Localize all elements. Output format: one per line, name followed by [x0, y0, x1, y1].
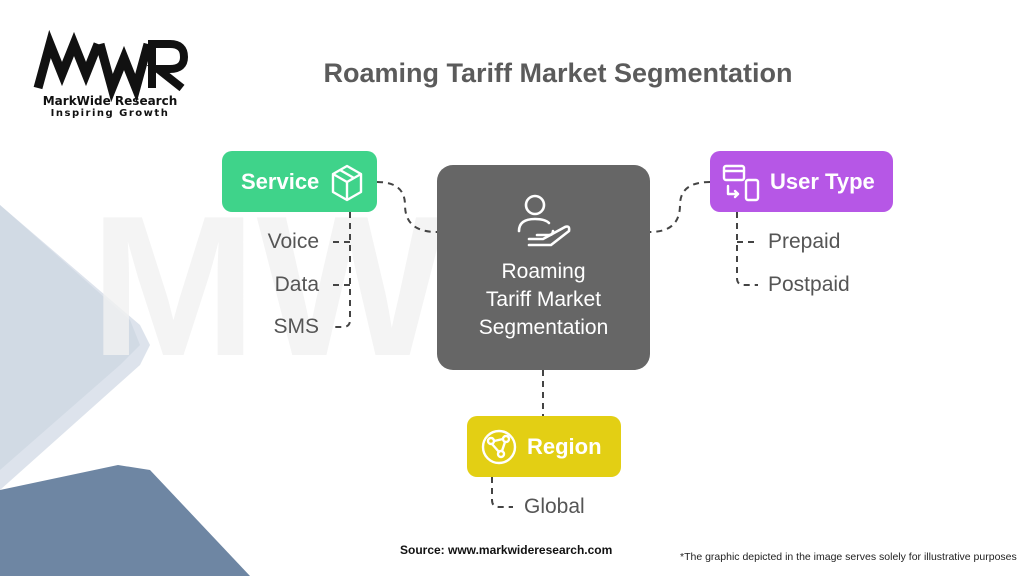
region-node: Region	[467, 416, 621, 477]
center-node	[437, 165, 650, 370]
center-line-1: Roaming	[501, 260, 586, 283]
user-type-label: User Type	[770, 168, 875, 194]
box-icon	[332, 164, 363, 201]
user-item-postpaid: Postpaid	[768, 273, 850, 296]
user-item-prepaid: Prepaid	[768, 230, 841, 253]
person-hand-icon	[517, 194, 571, 247]
network-globe-icon	[481, 429, 517, 464]
service-item-sms: SMS	[273, 315, 319, 338]
service-node: Service	[222, 151, 377, 212]
service-item-voice: Voice	[267, 230, 319, 253]
center-label: Roaming Tariff Market Segmentation	[437, 258, 650, 342]
center-line-2: Tariff Market	[485, 288, 602, 311]
logo	[33, 29, 189, 103]
region-item-global: Global	[524, 495, 585, 518]
service-item-data: Data	[274, 273, 319, 296]
logo-name: MarkWide Research	[42, 94, 178, 108]
region-label: Region	[527, 433, 602, 459]
logo-tagline: Inspiring Growth	[50, 108, 170, 119]
center-line-3: Segmentation	[478, 316, 609, 339]
service-label: Service	[241, 168, 320, 194]
logo-mark-icon	[33, 29, 189, 103]
diagram-title: Roaming Tariff Market Segmentation	[323, 58, 793, 88]
user-type-node: User Type	[710, 151, 893, 212]
source-text: Source: www.markwideresearch.com	[400, 543, 613, 557]
card-phone-icon	[722, 164, 760, 201]
disclaimer-note: *The graphic depicted in the image serve…	[680, 551, 1017, 563]
